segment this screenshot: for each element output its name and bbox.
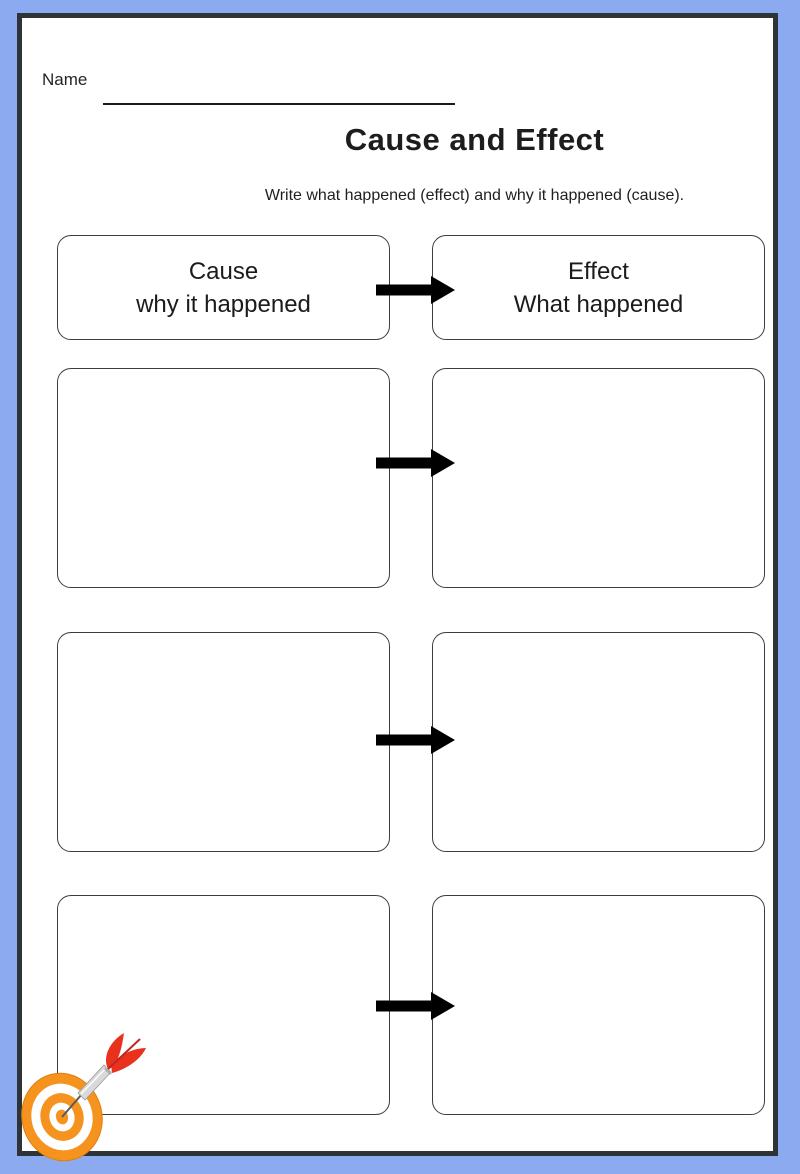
- worksheet-page: Name Cause and Effect Write what happene…: [17, 13, 778, 1162]
- effect-header-box: Effect What happened: [432, 235, 765, 340]
- arrow-right-icon: [376, 992, 455, 1020]
- cause-box[interactable]: [57, 632, 390, 852]
- arrow-right-icon: [376, 276, 455, 304]
- name-input-line[interactable]: [103, 78, 455, 105]
- effect-header-line1: Effect: [568, 257, 629, 285]
- cause-header-line1: Cause: [188, 257, 259, 285]
- effect-box[interactable]: [432, 632, 765, 852]
- cause-header-line2: why it happened: [136, 290, 311, 318]
- cause-box[interactable]: [57, 368, 390, 588]
- arrow-right-icon: [376, 449, 455, 477]
- name-label: Name: [42, 70, 88, 89]
- instructions-text: Write what happened (effect) and why it …: [264, 187, 685, 204]
- arrow-right-icon: [376, 726, 455, 754]
- page-title: Cause and Effect: [344, 122, 605, 157]
- effect-box[interactable]: [432, 368, 765, 588]
- effect-header-line2: What happened: [513, 290, 684, 318]
- effect-box[interactable]: [432, 895, 765, 1115]
- cause-header-box: Cause why it happened: [57, 235, 390, 340]
- cause-box[interactable]: [57, 895, 390, 1115]
- dartboard-icon: [21, 1033, 146, 1162]
